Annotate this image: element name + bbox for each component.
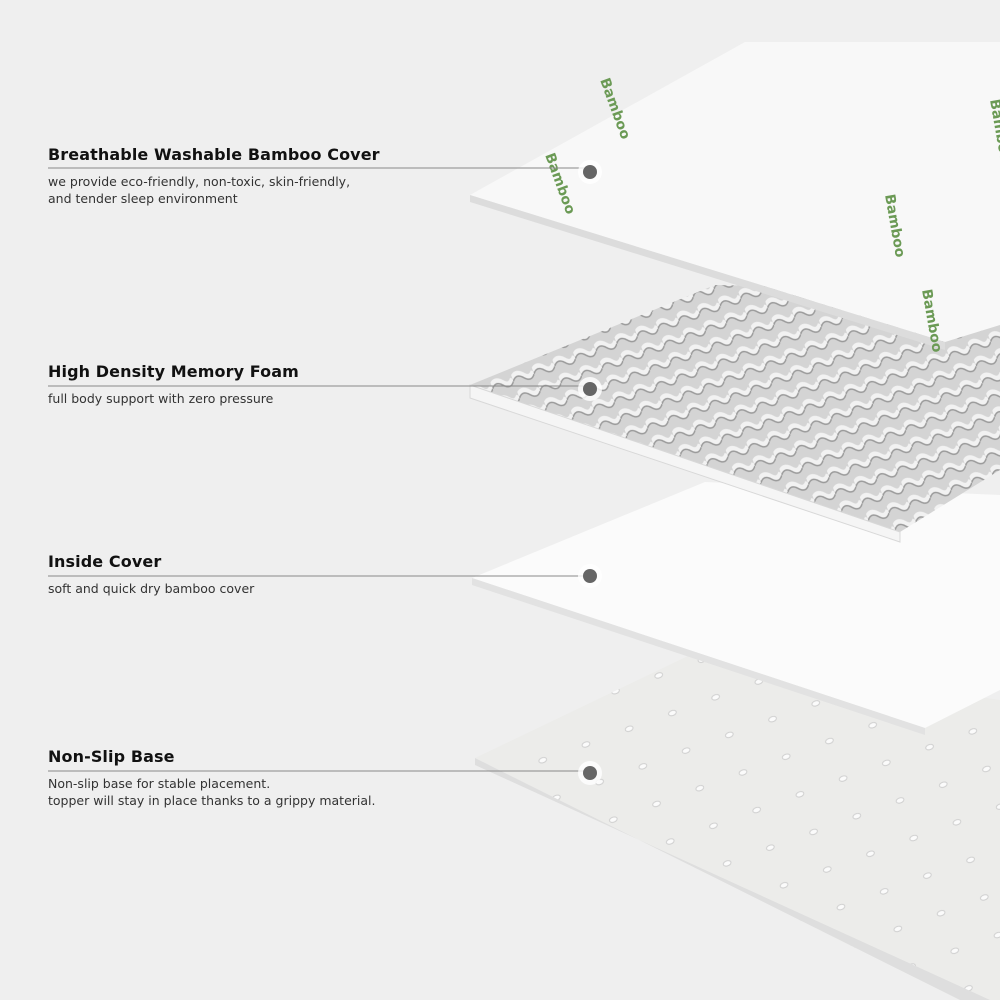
inside-cover-layer (472, 482, 1000, 735)
description-line: soft and quick dry bamboo cover (48, 581, 255, 596)
memory-foam-layer (469, 285, 1000, 543)
layer-description: we provide eco-friendly, non-toxic, skin… (48, 173, 478, 207)
layer-title: High Density Memory Foam (48, 362, 299, 381)
label-bamboo-cover: Breathable Washable Bamboo Cover we prov… (48, 145, 478, 207)
layer-title: Inside Cover (48, 552, 162, 571)
label-non-slip-base: Non-Slip Base Non-slip base for stable p… (48, 747, 478, 809)
layer-title: Non-Slip Base (48, 747, 175, 766)
description-line: we provide eco-friendly, non-toxic, skin… (48, 174, 351, 189)
description-line: topper will stay in place thanks to a gr… (48, 793, 376, 808)
non-slip-base-layer (475, 655, 1000, 1000)
layer-description: full body support with zero pressure (48, 390, 478, 407)
label-inside-cover: Inside Cover soft and quick dry bamboo c… (48, 552, 478, 597)
layer-description: soft and quick dry bamboo cover (48, 580, 478, 597)
marker-dots (578, 160, 602, 785)
description-line: and tender sleep environment (48, 191, 238, 206)
description-line: Non-slip base for stable placement. (48, 776, 271, 791)
label-memory-foam: High Density Memory Foam full body suppo… (48, 362, 478, 407)
description-line: full body support with zero pressure (48, 391, 274, 406)
layer-title: Breathable Washable Bamboo Cover (48, 145, 380, 164)
layer-description: Non-slip base for stable placement. topp… (48, 775, 478, 809)
